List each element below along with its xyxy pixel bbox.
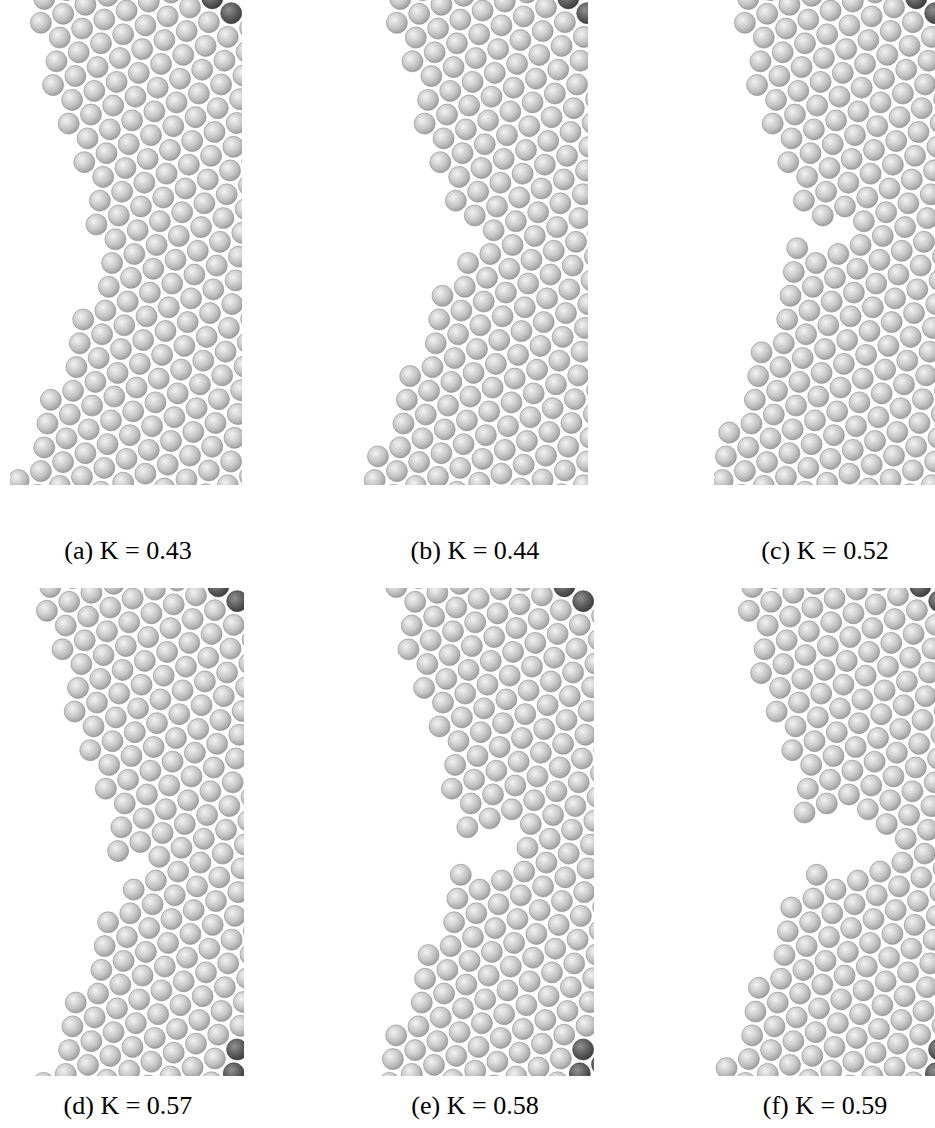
atom-panel	[716, 588, 935, 1076]
atom-panel	[364, 0, 588, 485]
atom-panel	[714, 0, 935, 485]
atom-panel	[33, 588, 244, 1076]
panel-caption: (f) K = 0.59	[763, 1091, 887, 1121]
panel-caption: (e) K = 0.58	[411, 1091, 538, 1121]
panel-caption: (c) K = 0.52	[761, 536, 888, 566]
panel-caption: (d) K = 0.57	[64, 1091, 193, 1121]
panel-caption: (b) K = 0.44	[411, 536, 540, 566]
atom-panel	[379, 588, 594, 1076]
panel-caption: (a) K = 0.43	[64, 536, 191, 566]
atom-panel	[10, 0, 242, 485]
